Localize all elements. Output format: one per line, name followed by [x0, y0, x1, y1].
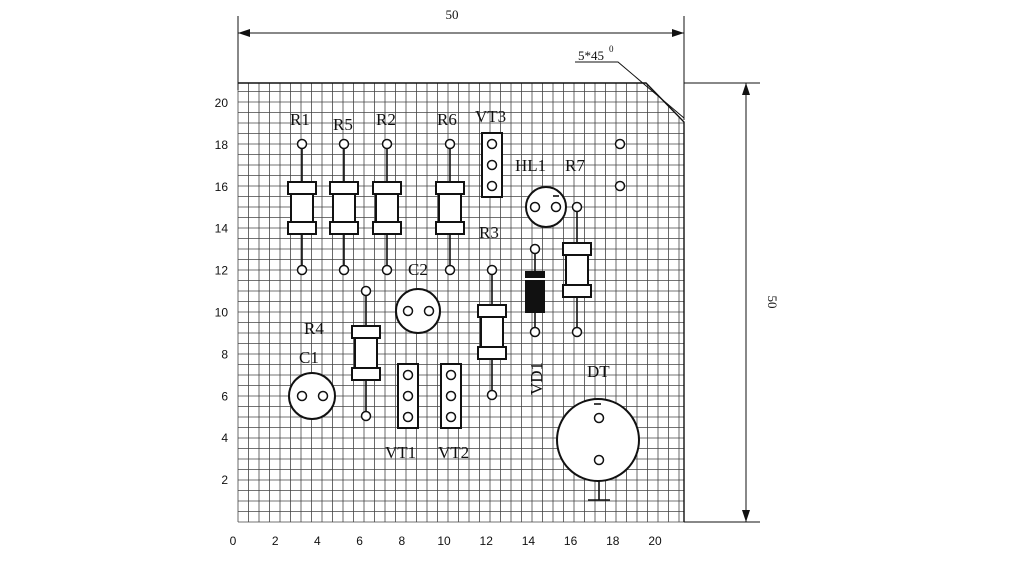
x-tick-label: 20	[648, 534, 662, 548]
x-tick-label: 4	[314, 534, 321, 548]
chamfer-note: 5*45	[578, 48, 604, 63]
x-tick-label: 10	[437, 534, 451, 548]
label-R1: R1	[290, 110, 310, 129]
transistor-VT3	[481, 132, 503, 198]
resistor-R2	[372, 138, 402, 276]
y-tick-label: 10	[215, 306, 229, 320]
top-dimension-label: 50	[446, 7, 459, 22]
label-C1: C1	[299, 348, 319, 367]
chamfer-callout: 5*45 0	[575, 44, 685, 119]
resistor-R1	[287, 138, 317, 276]
x-axis-ticks: 0 2 4 6 8 10 12 14 16 18 20	[230, 534, 662, 548]
x-tick-label: 12	[480, 534, 494, 548]
x-tick-label: 2	[272, 534, 279, 548]
y-tick-label: 8	[221, 347, 228, 361]
label-R5: R5	[333, 115, 353, 134]
chamfer-degree: 0	[609, 44, 614, 54]
diode-VD1	[524, 243, 546, 338]
resistor-R6	[435, 138, 465, 276]
y-tick-label: 14	[215, 222, 229, 236]
resistor-R4	[351, 285, 381, 422]
label-DT: DT	[587, 362, 610, 381]
label-VT3: VT3	[475, 107, 506, 126]
led-HL1	[525, 186, 567, 228]
label-R7: R7	[565, 156, 585, 175]
x-tick-label: 0	[230, 534, 237, 548]
label-VT1: VT1	[385, 443, 416, 462]
y-tick-label: 18	[215, 138, 229, 152]
label-R3: R3	[479, 223, 499, 242]
transistor-VT1	[397, 363, 419, 429]
x-tick-label: 18	[606, 534, 620, 548]
capacitor-C2	[395, 288, 441, 334]
x-tick-label: 8	[398, 534, 405, 548]
y-tick-label: 20	[215, 96, 229, 110]
y-tick-label: 16	[215, 180, 229, 194]
right-dimension: 50	[684, 82, 780, 523]
x-tick-label: 14	[522, 534, 536, 548]
resistor-R7	[562, 201, 592, 338]
y-axis-ticks: 2 4 6 8 10 12 14 16 18 20	[215, 96, 229, 487]
top-dimension: 50	[237, 7, 685, 120]
y-tick-label: 6	[221, 389, 228, 403]
capacitor-C1	[288, 372, 336, 420]
resistor-R3	[477, 264, 507, 401]
connector-pads	[614, 138, 626, 192]
label-HL1: HL1	[515, 156, 546, 175]
x-tick-label: 6	[356, 534, 363, 548]
label-C2: C2	[408, 260, 428, 279]
label-R6: R6	[437, 110, 457, 129]
label-R4: R4	[304, 319, 324, 338]
right-dimension-label: 50	[765, 296, 780, 309]
y-tick-label: 12	[215, 264, 229, 278]
transistor-VT2	[440, 363, 462, 429]
label-VD1: VD1	[527, 362, 546, 395]
resistor-R5	[329, 138, 359, 276]
y-tick-label: 4	[221, 431, 228, 445]
label-R2: R2	[376, 110, 396, 129]
label-VT2: VT2	[438, 443, 469, 462]
y-tick-label: 2	[221, 473, 228, 487]
x-tick-label: 16	[564, 534, 578, 548]
component-DT	[556, 398, 640, 501]
